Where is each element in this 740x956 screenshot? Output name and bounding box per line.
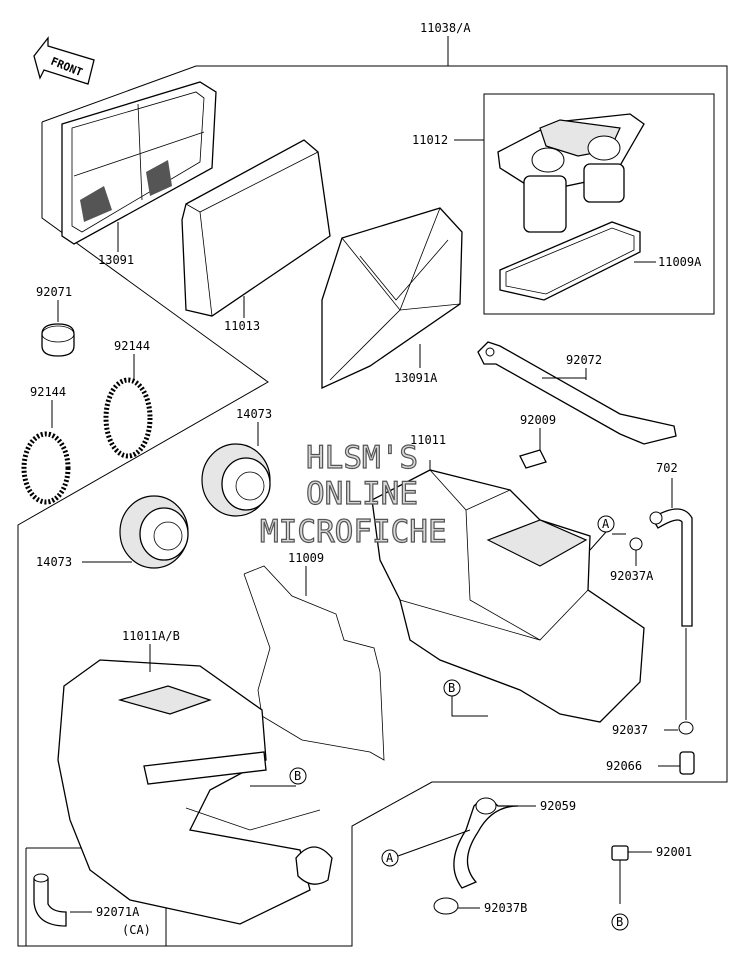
part-11011AB-case [57,644,333,925]
ref-A-marker-2 [381,849,399,867]
label-11009: 11009 [288,551,324,565]
part-92072-bracket [477,341,677,445]
label-92071: 92071 [36,285,72,299]
label-92144-lower: 92144 [30,385,66,399]
part-92066-cap [658,751,695,775]
part-92037A-clamp [629,537,643,566]
part-labels: 11038/A 11012 11009A 13091 11013 13091A … [30,21,702,937]
part-11011-case [371,460,645,723]
label-92071A: 92071A [96,905,140,919]
label-92072: 92072 [566,353,602,367]
label-702: 702 [656,461,678,475]
part-13091A-cage [321,207,463,390]
watermark-line-1: HLSM'S [306,440,418,476]
ref-A-label-1: A [602,517,610,531]
label-92009: 92009 [520,413,556,427]
part-11013-filter [181,139,331,318]
part-92071-grommet [41,300,75,357]
part-13091-frame [61,81,217,252]
part-11009-gasket [243,565,385,761]
part-92001-bolt [611,845,652,904]
label-14073-upper: 14073 [236,407,272,421]
label-13091A: 13091A [394,371,438,385]
ref-A-label-2: A [386,851,394,865]
label-14073-lower: 14073 [36,555,72,569]
label-92037: 92037 [612,723,648,737]
ref-B-label-3: B [616,915,623,929]
ref-B-label-1: B [448,681,455,695]
ref-markers: A B B A B [289,515,629,931]
label-92144-upper: 92144 [114,339,150,353]
part-11012-cover [454,113,656,301]
label-11011AB: 11011A/B [122,629,180,643]
part-92037B-clamp [433,897,480,915]
part-92144-rings [21,354,153,505]
label-92037B: 92037B [484,901,527,915]
watermark: HLSM'S ONLINE MICROFICHE [259,439,447,550]
part-92071A-elbow [33,873,92,927]
watermark-line-2: ONLINE [306,476,418,512]
part-92009-bolt [519,428,547,469]
part-92059-hose [453,797,536,889]
label-11038A: 11038/A [420,21,471,35]
label-11009A: 11009A [658,255,702,269]
label-92059: 92059 [540,799,576,813]
front-arrow-icon: FRONT [33,36,95,85]
label-CA: (CA) [122,923,151,937]
label-92001: 92001 [656,845,692,859]
label-92066: 92066 [606,759,642,773]
ref-B-marker-3 [611,913,629,931]
label-11012: 11012 [412,133,448,147]
part-702-hose [649,478,693,720]
ref-B-label-2: B [294,769,301,783]
part-14073-caps [82,422,271,569]
label-13091: 13091 [98,253,134,267]
watermark-line-3: MICROFICHE [260,514,447,550]
label-11011: 11011 [410,433,446,447]
part-92037-clamp [664,721,694,735]
ref-B-marker-2 [289,767,307,785]
label-92037A: 92037A [610,569,654,583]
label-11013: 11013 [224,319,260,333]
